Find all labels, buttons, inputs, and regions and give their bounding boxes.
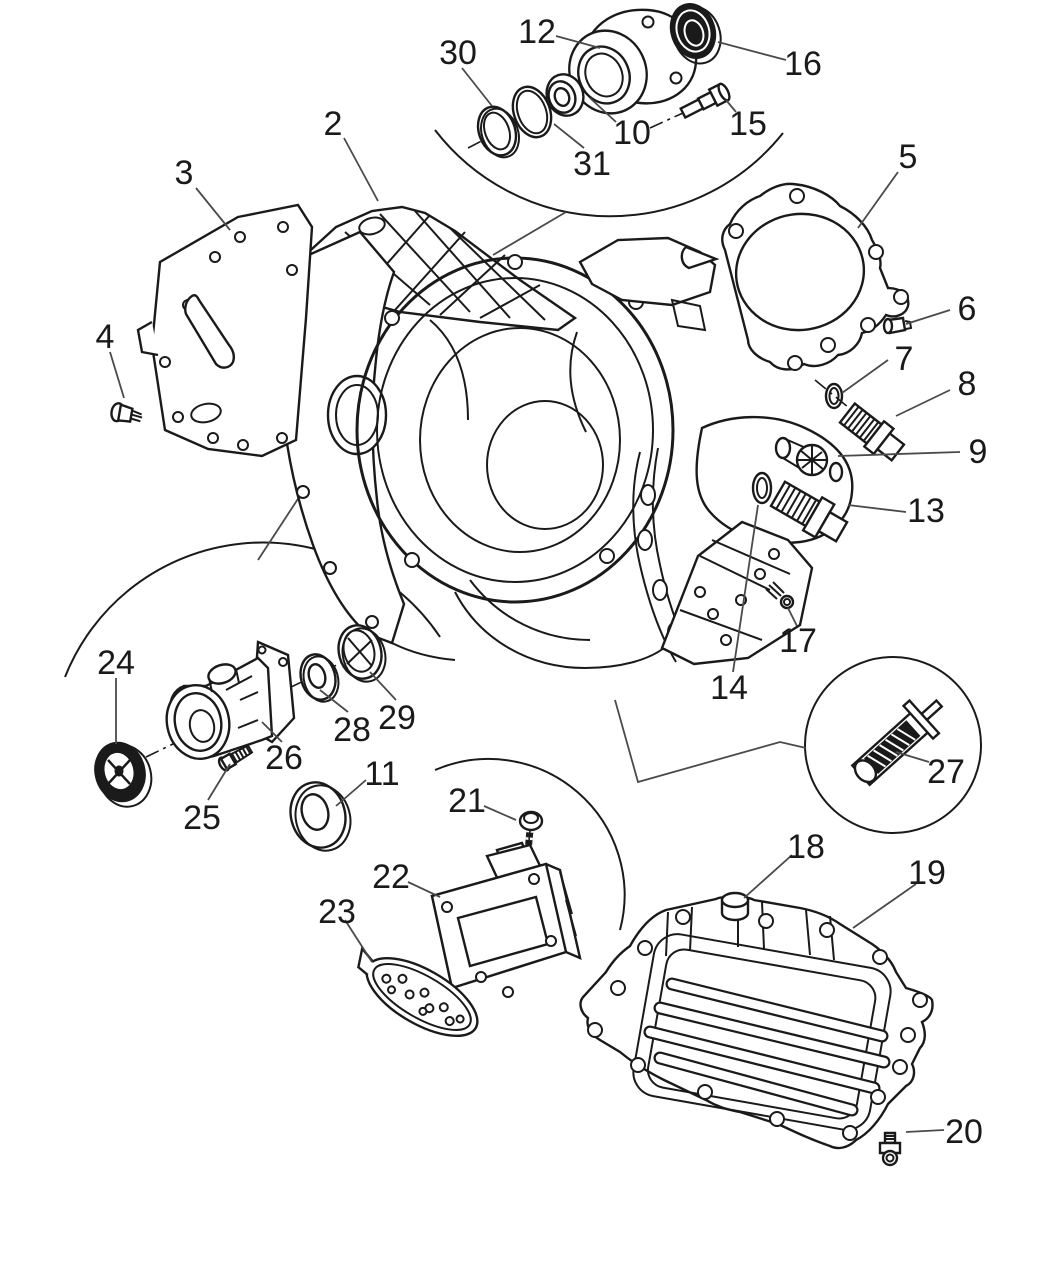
callout-12[interactable]: 12 [518, 13, 556, 51]
callout-3[interactable]: 3 [175, 154, 194, 192]
callout-29[interactable]: 29 [378, 699, 416, 737]
callout-27[interactable]: 27 [927, 753, 965, 791]
retainer-housing-12 [568, 8, 698, 115]
filter-screen-27 [850, 698, 944, 787]
callout-24[interactable]: 24 [97, 644, 135, 682]
case-stud [680, 245, 720, 270]
callout-20[interactable]: 20 [945, 1113, 983, 1151]
callout-13[interactable]: 13 [907, 492, 945, 530]
case-bolt-4 [110, 402, 143, 423]
retainer-bolt-15 [679, 82, 731, 120]
drain-plug-20 [878, 1131, 902, 1167]
callout-31[interactable]: 31 [573, 145, 611, 183]
seal-washer-28 [299, 653, 340, 703]
dust-shield-plate [136, 203, 314, 458]
callout-22[interactable]: 22 [372, 858, 410, 896]
callout-16[interactable]: 16 [784, 45, 822, 83]
callout-9[interactable]: 9 [969, 433, 988, 471]
pinion-retainer-cluster [467, 3, 731, 159]
solenoid-module-22 [430, 841, 582, 998]
callout-18[interactable]: 18 [787, 828, 825, 866]
extension-housing-26 [165, 640, 296, 760]
callout-23[interactable]: 23 [318, 893, 356, 931]
housing-bolt-25 [217, 744, 254, 772]
callout-4[interactable]: 4 [96, 318, 115, 356]
callout-21[interactable]: 21 [448, 782, 486, 820]
gasket-ring-11 [289, 781, 352, 852]
callout-26[interactable]: 26 [265, 739, 303, 777]
callout-2[interactable]: 2 [324, 105, 343, 143]
end-cup-24 [94, 741, 153, 808]
callout-14[interactable]: 14 [710, 669, 748, 707]
output-speed-sensor-13 [769, 480, 849, 543]
pan-magnet-cap-18 [720, 891, 750, 922]
rear-cover [578, 236, 717, 307]
rear-cover-gasket [721, 182, 910, 371]
callout-10[interactable]: 10 [613, 114, 651, 152]
seal-30 [476, 105, 520, 159]
oil-pan [579, 891, 934, 1167]
cup-plug-16 [669, 3, 722, 65]
extension-housing-cluster [94, 624, 387, 852]
callout-5[interactable]: 5 [899, 138, 918, 176]
callout-labels: 2 3 4 5 6 7 8 9 10 11 12 13 14 15 16 17 … [96, 13, 988, 1151]
callout-25[interactable]: 25 [183, 799, 221, 837]
filter-detail-circle [804, 656, 982, 834]
case-plug-6 [882, 316, 913, 335]
oil-pan-ribs [643, 977, 891, 1117]
callout-7[interactable]: 7 [895, 340, 914, 378]
valve-body-bolt [765, 581, 795, 610]
solenoid-detail-arc [434, 758, 626, 931]
valve-body-o-ring [751, 471, 773, 505]
callout-17[interactable]: 17 [779, 622, 817, 660]
top-detail-arc [434, 129, 784, 218]
callout-28[interactable]: 28 [333, 711, 371, 749]
callout-8[interactable]: 8 [958, 365, 977, 403]
callout-19[interactable]: 19 [908, 854, 946, 892]
callout-15[interactable]: 15 [729, 105, 767, 143]
callout-6[interactable]: 6 [958, 290, 977, 328]
seal-ring-29 [337, 624, 387, 683]
callout-11[interactable]: 11 [364, 755, 399, 793]
speedometer-pinion [774, 436, 844, 483]
callout-30[interactable]: 30 [439, 34, 477, 72]
thrust-washer-10 [545, 73, 585, 117]
callout-leaders [109, 35, 961, 1133]
o-ring-31 [511, 85, 553, 139]
